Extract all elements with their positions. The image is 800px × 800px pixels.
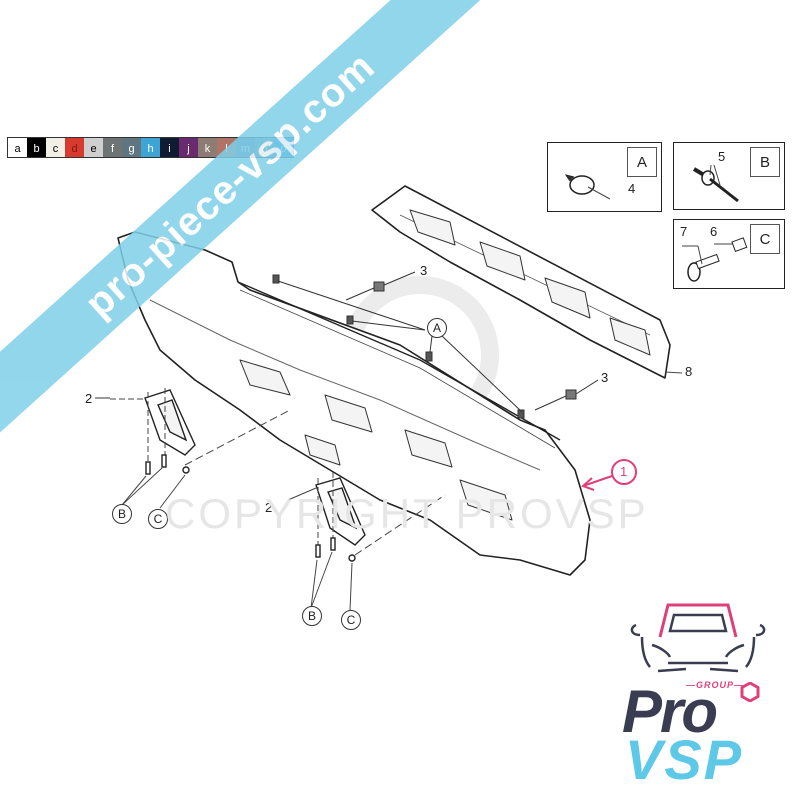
car-outline-icon	[630, 603, 766, 673]
color-swatch-a: a	[8, 138, 27, 157]
callout-part-3-top: 3	[420, 263, 428, 278]
logo-group-text: —GROUP—	[686, 680, 745, 690]
callout-part-2-left: 2	[85, 391, 93, 406]
color-swatch-i: i	[160, 138, 179, 157]
logo-vsp-text: VSP	[625, 728, 744, 791]
color-swatch-e: e	[84, 138, 103, 157]
hex-nut-icon	[740, 682, 760, 702]
circle-label-b-left: B	[112, 504, 132, 524]
circle-label-c-left: C	[148, 509, 168, 529]
part-number-7: 7	[680, 224, 688, 239]
color-swatch-c: c	[46, 138, 65, 157]
legend-letter-c: C	[750, 224, 780, 254]
bumper-part-1	[117, 231, 591, 576]
circle-label-a: A	[427, 318, 447, 338]
bracket-right	[287, 472, 446, 611]
rivet-icon	[692, 164, 739, 203]
color-swatch-j: j	[179, 138, 198, 157]
skid-plate-part-8	[371, 185, 683, 379]
logo-pro-text: Pro	[622, 678, 718, 745]
part-1-highlight-arrow	[581, 459, 637, 491]
push-pin-icon	[682, 237, 748, 282]
bracket-left	[110, 388, 291, 509]
fasteners	[95, 271, 599, 419]
callout-part-8: 8	[685, 364, 693, 379]
clip-fastener-icon	[564, 174, 610, 200]
part-number-6: 6	[710, 224, 718, 239]
legend-letter-a: A	[627, 147, 657, 177]
color-swatch-k: k	[198, 138, 217, 157]
callout-part-1: 1	[620, 464, 628, 479]
color-swatch-f: f	[103, 138, 122, 157]
callout-part-2-right: 2	[265, 500, 273, 515]
legend-box-c: C 7 6	[673, 219, 785, 289]
circle-label-c-right: C	[341, 610, 361, 630]
legend-box-a: A 4	[547, 142, 662, 212]
part-number-4: 4	[628, 181, 636, 196]
callout-part-3-bottom: 3	[601, 370, 609, 385]
copyright-watermark: COPYRIGHT PROVSP	[165, 490, 649, 537]
legend-letter-b: B	[750, 147, 780, 177]
color-swatch-b: b	[27, 138, 46, 157]
provsp-logo: —GROUP— Pro VSP	[600, 585, 800, 791]
color-swatch-d: d	[65, 138, 84, 157]
legend-box-b: B 5	[673, 142, 785, 210]
color-swatch-h: h	[141, 138, 160, 157]
circle-label-b-right: B	[302, 606, 322, 626]
color-swatch-g: g	[122, 138, 141, 157]
part-number-5: 5	[718, 149, 726, 164]
